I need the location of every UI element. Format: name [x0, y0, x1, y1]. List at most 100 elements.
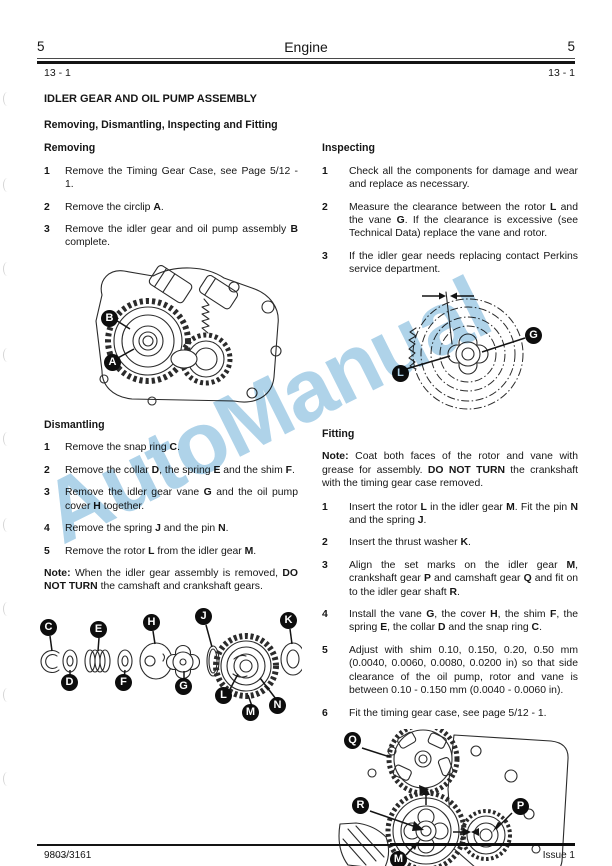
header-page-number-right: 5: [567, 39, 575, 54]
figure-label: A: [104, 353, 121, 371]
page-title: IDLER GEAR AND OIL PUMP ASSEMBLY: [44, 93, 257, 105]
step-text: Fit the timing gear case, see page 5/12 …: [349, 707, 547, 719]
figure-label: J: [195, 607, 212, 625]
step: 4 Install the vane G, the cover H, the s…: [322, 608, 578, 635]
step-number: 3: [44, 223, 50, 235]
step: 6 Fit the timing gear case, see page 5/1…: [322, 707, 578, 720]
fitting-note: Note: Coat both faces of the rotor and v…: [322, 451, 578, 490]
step-text: Adjust with shim 0.10, 0.150, 0.20, 0.50…: [349, 644, 578, 697]
step: 1 Remove the snap ring C.: [44, 441, 298, 454]
right-column: Inspecting 1 Check all the components fo…: [322, 142, 578, 866]
step: 2 Remove the collar D, the spring E and …: [44, 464, 298, 477]
step-text: Remove the idler gear vane G and the oil…: [65, 487, 298, 512]
header-title: Engine: [284, 39, 328, 55]
figure-label: P: [512, 798, 529, 816]
binder-mark: [3, 92, 12, 106]
figure-label: K: [280, 611, 297, 629]
binder-mark: [3, 772, 12, 786]
step: 1 Remove the Timing Gear Case, see Page …: [44, 165, 298, 192]
step: 1 Insert the rotor L in the idler gear M…: [322, 501, 578, 528]
page-header: 5 Engine 5: [37, 39, 575, 55]
engine-gear-drawing: [95, 264, 282, 406]
page-subtitle: Removing, Dismantling, Inspecting and Fi…: [44, 119, 278, 131]
step-text: Align the set marks on the idler gear M,…: [349, 559, 578, 598]
step: 4 Remove the spring J and the pin N.: [44, 522, 298, 535]
figure-label: Q: [344, 732, 361, 750]
binder-mark: [3, 348, 12, 362]
step-number: 6: [322, 707, 328, 719]
figure-label: M: [242, 703, 259, 721]
step: 2 Insert the thrust washer K.: [322, 536, 578, 549]
step-number: 4: [44, 523, 50, 535]
step: 3 Remove the idler gear vane G and the o…: [44, 486, 298, 513]
figure-label: L: [215, 686, 232, 704]
step: 2 Remove the circlip A.: [44, 201, 298, 214]
step-number: 2: [44, 464, 50, 476]
figure-idler-gear-in-engine: B A: [58, 259, 296, 409]
header-section-left: 13 - 1: [44, 67, 71, 79]
step: 5 Remove the rotor L from the idler gear…: [44, 545, 298, 558]
figure-label: G: [175, 677, 192, 695]
step-number: 3: [322, 559, 328, 571]
header-rule-thick: [37, 61, 575, 64]
section-heading-removing: Removing: [44, 142, 96, 154]
step-text: If the idler gear needs replacing contac…: [349, 250, 578, 276]
step-number: 5: [322, 644, 328, 656]
binder-mark: [3, 602, 12, 616]
step: 2 Measure the clearance between the roto…: [322, 201, 578, 241]
step-number: 1: [44, 442, 50, 454]
footer-publication-number: 9803/3161: [44, 850, 92, 861]
figure-label: C: [40, 618, 57, 636]
step: 3 Align the set marks on the idler gear …: [322, 559, 578, 599]
figure-label: R: [352, 797, 369, 815]
footer-rule: [37, 844, 575, 846]
step: 1 Check all the components for damage an…: [322, 165, 578, 192]
step: 5 Adjust with shim 0.10, 0.150, 0.20, 0.…: [322, 644, 578, 698]
rotor-inspection-drawing: [405, 291, 526, 410]
step-text: Measure the clearance between the rotor …: [349, 201, 579, 240]
step-number: 1: [322, 501, 328, 513]
section-heading-inspecting: Inspecting: [322, 142, 375, 154]
left-column: Removing 1 Remove the Timing Gear Case, …: [40, 142, 302, 756]
step-number: 3: [322, 250, 328, 262]
footer-issue: Issue 1: [542, 850, 575, 861]
figure-label: N: [269, 696, 286, 714]
figure-label: F: [115, 673, 132, 691]
step-text: Remove the Timing Gear Case, see Page 5/…: [65, 165, 298, 191]
section-heading-dismantling: Dismantling: [44, 418, 105, 431]
step-number: 1: [44, 165, 50, 177]
binder-mark: [3, 178, 12, 192]
step-text: Remove the snap ring C.: [65, 442, 180, 454]
figure-label: D: [61, 673, 78, 691]
header-rule-thin: [37, 58, 575, 59]
step-number: 5: [44, 545, 50, 557]
step: 3 If the idler gear needs replacing cont…: [322, 250, 578, 277]
step-text: Insert the rotor L in the idler gear M. …: [349, 501, 578, 526]
step-text: Insert the thrust washer K.: [349, 537, 471, 549]
step-text: Install the vane G, the cover H, the shi…: [349, 609, 578, 634]
step-number: 4: [322, 609, 328, 621]
figure-label: M: [390, 851, 407, 866]
section-heading-fitting: Fitting: [322, 427, 355, 440]
step-number: 3: [44, 487, 50, 499]
step-text: Remove the collar D, the spring E and th…: [65, 464, 295, 476]
binder-mark: [3, 688, 12, 702]
figure-label: G: [525, 326, 542, 344]
dismantling-note: Note: When the idler gear assembly is re…: [44, 567, 298, 593]
step-number: 2: [322, 537, 328, 549]
figure-label: L: [392, 364, 409, 382]
header-section-right: 13 - 1: [548, 67, 575, 79]
header-page-number-left: 5: [37, 39, 45, 54]
step-number: 2: [322, 201, 328, 213]
step-text: Check all the components for damage and …: [349, 165, 578, 191]
figure-exploded-oil-pump: C D E F H G J K L M N: [32, 604, 302, 756]
step-text: Remove the idler gear and oil pump assem…: [65, 223, 298, 249]
step-number: 1: [322, 165, 328, 177]
binder-mark: [3, 518, 12, 532]
figure-rotor-vane-clearance: L G: [322, 286, 578, 424]
step-text: Remove the circlip A.: [65, 201, 164, 213]
binder-mark: [50, 840, 72, 857]
footer-rule-thick: [390, 843, 575, 846]
exploded-view-drawing: [40, 624, 302, 710]
